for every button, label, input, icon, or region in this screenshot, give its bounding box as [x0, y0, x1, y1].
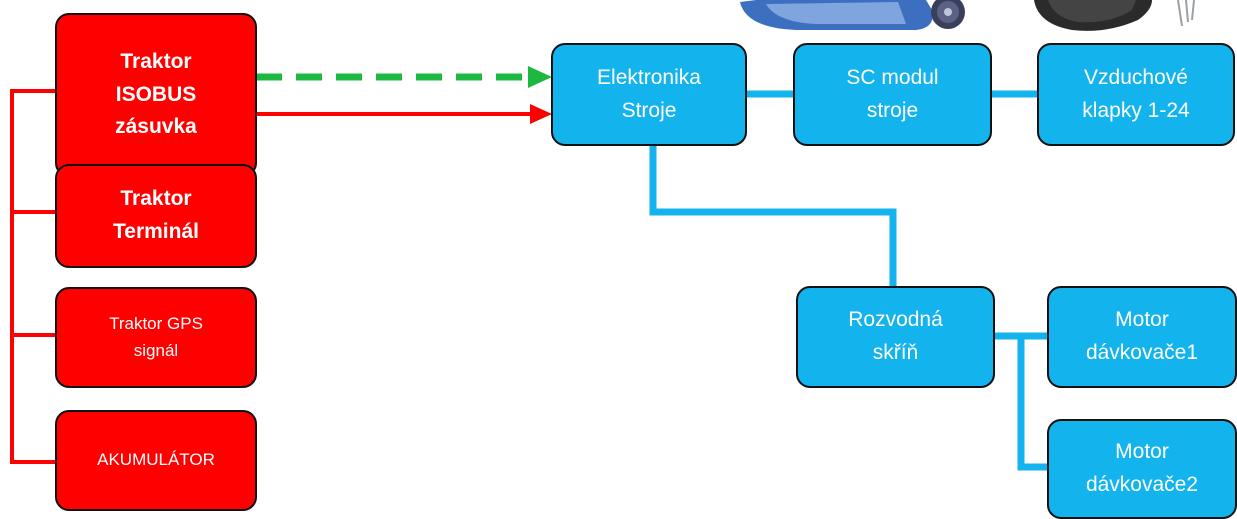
link-rozvodna-motors — [993, 332, 1049, 471]
node-label-line: Traktor — [120, 187, 192, 211]
node-label-line: signál — [133, 340, 179, 360]
node-label-line: Rozvodná — [848, 308, 943, 332]
node-label-line: dávkovače1 — [1085, 341, 1199, 364]
klapky-node: Vzduchové klapky 1-24 — [1037, 43, 1235, 146]
node-label-line: Elektronika — [597, 65, 701, 89]
link-elektronika-rozvodna — [649, 144, 897, 288]
machine-illustration — [740, 0, 965, 30]
node-label-line: Vzduchové — [1084, 65, 1188, 89]
node-label-line: dávkovače2 — [1085, 473, 1199, 496]
power-bus-line — [10, 89, 55, 464]
node-label-line: AKUMULÁTOR — [97, 450, 215, 470]
node-label-line: ISOBUS — [115, 82, 197, 106]
node-label-line: Traktor GPS — [109, 314, 203, 334]
node-label-line: SC modul — [846, 65, 939, 89]
node-label-line: Motor — [1115, 308, 1169, 332]
node-label-line: Stroje — [621, 98, 677, 122]
power-arrow-head — [530, 104, 552, 124]
node-label: Motor dávkovače2 — [1086, 436, 1198, 501]
node-label: Rozvodná skříň — [848, 304, 943, 369]
node-label-line: zásuvka — [115, 115, 197, 139]
motor2-node: Motor dávkovače2 — [1047, 419, 1237, 519]
wheel-illustration — [1034, 0, 1195, 31]
node-label-line: klapky 1-24 — [1082, 98, 1190, 122]
sc-modul-node: SC modul stroje — [793, 43, 992, 146]
node-label: Motor dávkovače1 — [1086, 304, 1198, 369]
node-label-line: skříň — [872, 341, 919, 364]
rozvodna-node: Rozvodná skříň — [796, 286, 995, 388]
node-label-line: Terminál — [113, 220, 199, 243]
motor1-node: Motor dávkovače1 — [1047, 286, 1237, 388]
node-label: Vzduchové klapky 1-24 — [1082, 62, 1189, 127]
gps-node: Traktor GPS signál — [55, 287, 257, 388]
node-label: Traktor GPS signál — [109, 311, 203, 364]
node-label-line: stroje — [866, 98, 919, 122]
node-label: SC modul stroje — [846, 62, 938, 127]
node-label: AKUMULÁTOR — [97, 447, 215, 473]
data-arrow-head — [528, 66, 552, 88]
node-label-line: Traktor — [120, 50, 192, 74]
akumulator-node: AKUMULÁTOR — [55, 410, 257, 511]
node-label-line: Motor — [1115, 440, 1169, 464]
